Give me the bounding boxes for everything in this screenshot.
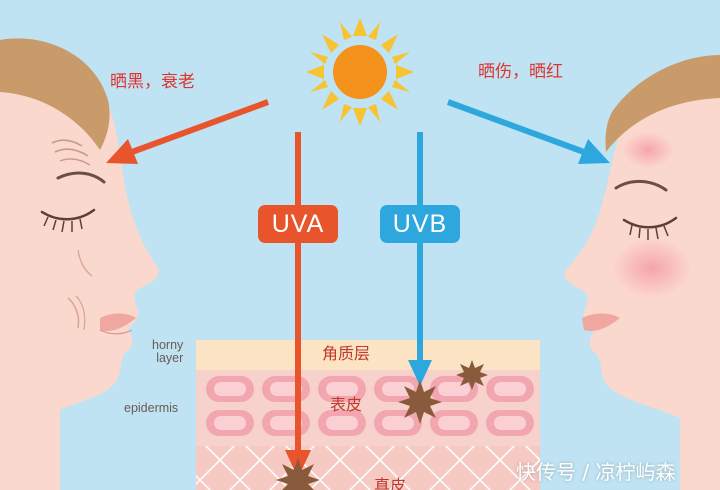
damage-burst-icon — [456, 360, 488, 390]
stratum-corneum-label: 角质层 — [322, 344, 371, 363]
watermark: 快传号 / 凉柠屿森 — [516, 460, 676, 484]
uva-arrow-left — [106, 99, 270, 164]
uvb-ray — [408, 132, 432, 386]
sun-icon — [306, 18, 414, 126]
uvb-arrow-right — [446, 99, 610, 164]
damage-burst-icon — [276, 458, 320, 490]
uvb-effect-label: 晒伤，晒红 — [478, 62, 563, 82]
uva-effect-label: 晒黑，衰老 — [110, 72, 195, 92]
uva-badge: UVA — [258, 205, 338, 243]
right-face — [564, 55, 720, 490]
left-face — [0, 38, 159, 490]
uvb-badge: UVB — [380, 205, 460, 243]
damage-burst-icon — [398, 380, 442, 424]
epidermis-label: epidermis — [124, 401, 179, 415]
epidermis-cn-label: 表皮 — [330, 395, 363, 414]
dermis-cn-label: 真皮 — [374, 476, 407, 490]
horny-layer-label: horny layer — [152, 338, 184, 366]
